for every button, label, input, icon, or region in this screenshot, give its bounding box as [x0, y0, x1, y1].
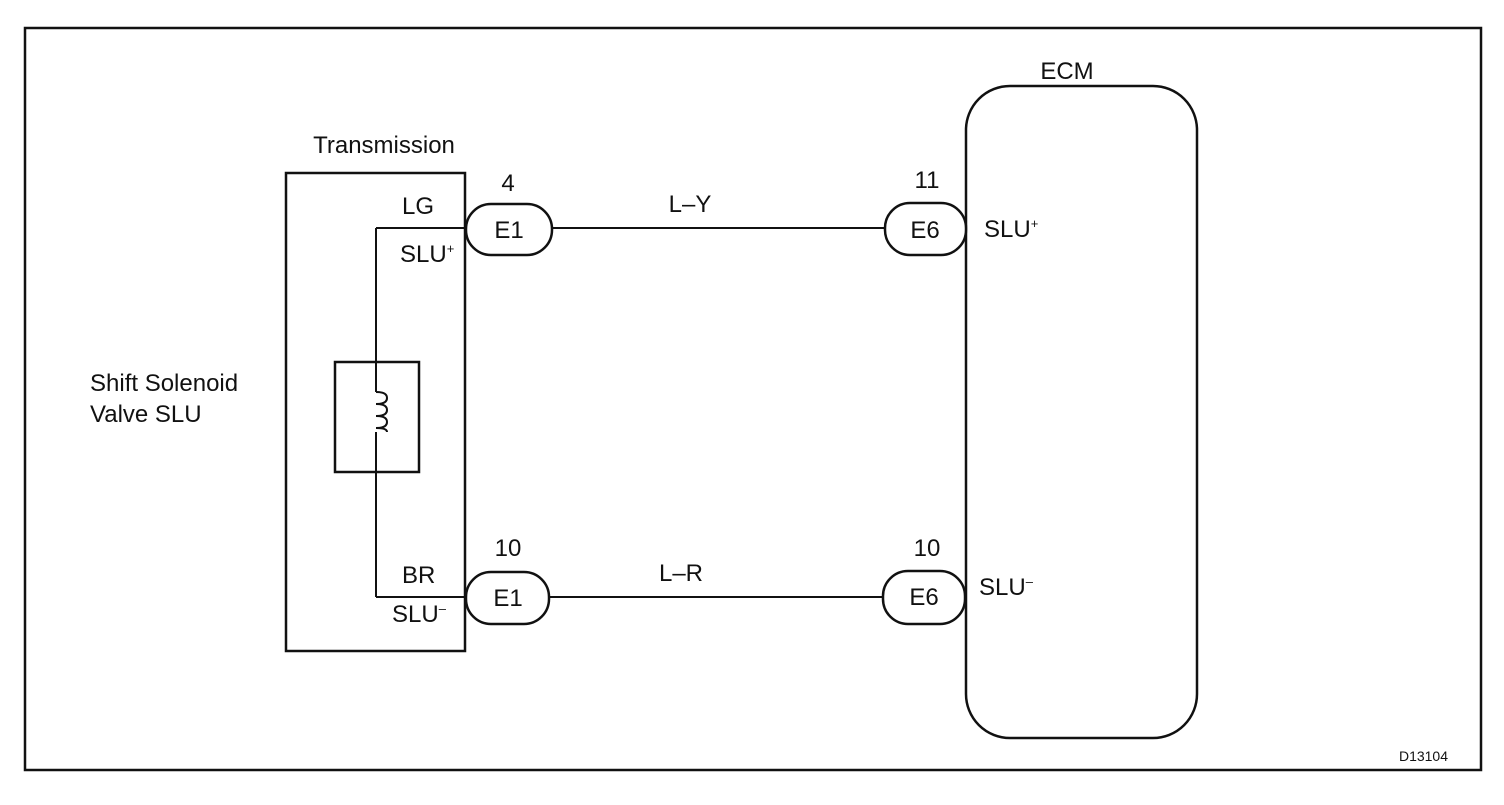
connector-e6-bottom	[881, 569, 967, 626]
transmission-label: Transmission	[313, 132, 455, 159]
pin-number-11: 11	[915, 167, 940, 194]
coil-icon	[375, 391, 389, 433]
wire-color-lg: LG	[402, 193, 434, 220]
ecm-label: ECM	[1040, 58, 1093, 85]
terminal-slu-plus-ecm: SLU+	[984, 216, 1038, 243]
connector-e6-top	[883, 201, 968, 257]
pin-number-10-right: 10	[914, 535, 941, 562]
solenoid-label-line2: Valve SLU	[90, 401, 202, 428]
wire-color-br: BR	[402, 562, 435, 589]
connector-e6-top-label: E6	[910, 217, 939, 244]
diagram-frame	[23, 26, 1483, 772]
connector-e6-bottom-label: E6	[909, 584, 938, 611]
figure-code: D13104	[1399, 748, 1448, 764]
connector-e1-top-label: E1	[494, 217, 523, 244]
ecm-box	[964, 84, 1199, 740]
pin-number-4: 4	[501, 170, 514, 197]
transmission-box	[284, 171, 467, 653]
connector-e1-top	[464, 202, 554, 257]
solenoid-box	[333, 360, 421, 474]
wire-color-l-r: L–R	[659, 560, 703, 587]
pin-number-10-left: 10	[495, 535, 522, 562]
wire-color-l-y: L–Y	[669, 191, 712, 218]
terminal-slu-minus-left: SLU–	[392, 601, 447, 628]
terminal-slu-plus-left: SLU+	[400, 241, 454, 268]
connector-e1-bottom-label: E1	[493, 585, 522, 612]
solenoid-label-line1: Shift Solenoid	[90, 370, 238, 397]
terminal-slu-minus-ecm: SLU–	[979, 574, 1034, 601]
